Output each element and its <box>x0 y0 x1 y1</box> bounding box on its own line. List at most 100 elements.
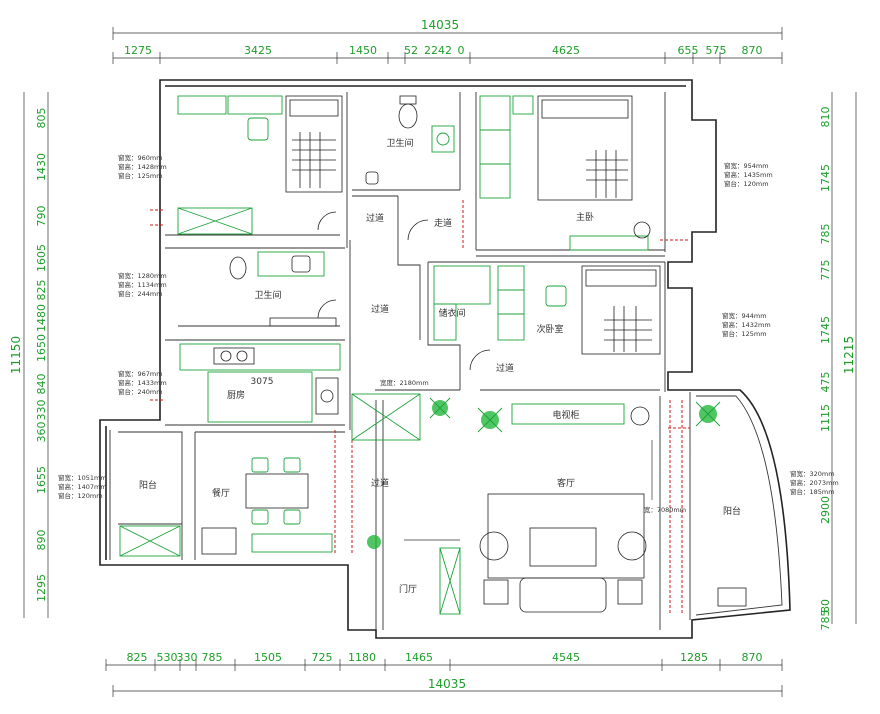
left-dimension-total: 11150 <box>9 92 25 618</box>
window-note-6: 窗宽：944mm 窗高：1432mm 窗台：125mm <box>722 311 771 338</box>
svg-text:窗高：1433mm: 窗高：1433mm <box>118 378 167 387</box>
bottom-dimension-total: 14035 <box>112 677 783 697</box>
window-note-4: 窗宽：1051mm 窗高：1407mm 窗台：120mm <box>58 473 107 500</box>
room-label-balcony: 阳台 <box>139 479 157 491</box>
room-label-kitchen: 厨房 <box>227 389 245 401</box>
dim-left-5: 825 <box>35 280 48 301</box>
dim-left-total: 11150 <box>9 336 23 374</box>
dim-left-3: 790 <box>35 206 48 227</box>
dim-left-4: 1605 <box>35 244 48 272</box>
dim-left-12: 890 <box>35 530 48 551</box>
dim-left-9: 330 <box>35 400 48 421</box>
svg-text:窗宽：1051mm: 窗宽：1051mm <box>58 473 107 482</box>
dim-left-10: 360 <box>35 422 48 443</box>
dim-left-8: 840 <box>35 374 48 395</box>
dim-bottom-3: 330 <box>177 651 198 664</box>
window-note-7: 窗宽：320mm 窗高：2073mm 窗台：185mm <box>790 469 839 496</box>
dim-right-2: 1745 <box>819 164 832 192</box>
svg-text:窗台：185mm: 窗台：185mm <box>790 487 835 496</box>
dim-top-5: 2242 <box>424 44 452 57</box>
window-note-5: 窗宽：954mm 窗高：1435mm 窗台：120mm <box>724 161 773 188</box>
dim-bottom-1: 825 <box>127 651 148 664</box>
plant-icons <box>367 397 721 549</box>
svg-text:窗高：1407mm: 窗高：1407mm <box>58 482 107 491</box>
svg-text:窗宽：967mm: 窗宽：967mm <box>118 369 163 378</box>
plant-icon <box>367 535 381 549</box>
dim-top-total: 14035 <box>421 18 459 32</box>
dim-bottom-11: 870 <box>742 651 763 664</box>
dim-top-7: 4625 <box>552 44 580 57</box>
kitchen: 3075 厨房 宽度：2180mm <box>179 343 429 423</box>
red-dashed-lines <box>150 200 690 615</box>
dim-right-total: 11215 <box>842 336 856 374</box>
dim-bottom-5: 1505 <box>254 651 282 664</box>
dim-right-10: 785 <box>819 610 832 631</box>
master-bedroom: 主卧 <box>479 95 651 251</box>
entrance: 门厅 <box>399 539 461 615</box>
top-dimension-chain: 1275 3425 1450 52 2242 0 4625 655 575 87… <box>112 44 783 64</box>
svg-text:窗台：125mm: 窗台：125mm <box>118 171 163 180</box>
dim-right-1: 810 <box>819 107 832 128</box>
dim-top-9: 575 <box>706 44 727 57</box>
top-dimension-total: 14035 <box>112 18 783 40</box>
svg-text:窗宽：960mm: 窗宽：960mm <box>118 153 163 162</box>
window-note-1: 窗宽：960mm 窗高：1428mm 窗台：125mm <box>118 153 167 180</box>
measure-kitchen: 3075 <box>251 377 274 387</box>
svg-text:窗宽：944mm: 窗宽：944mm <box>722 311 767 320</box>
room-label-entrance: 门厅 <box>399 583 417 595</box>
dining: 餐厅 <box>201 457 333 555</box>
window-note-2: 窗宽：1280mm 窗高：1134mm 窗台：244mm <box>118 271 167 298</box>
dim-bottom-8: 1465 <box>405 651 433 664</box>
dim-right-3: 785 <box>819 224 832 245</box>
dim-top-4: 52 <box>404 44 418 57</box>
svg-text:窗台：125mm: 窗台：125mm <box>722 329 767 338</box>
dim-top-10: 870 <box>742 44 763 57</box>
svg-text:窗台：120mm: 窗台：120mm <box>58 491 103 500</box>
window-note-3: 窗宽：967mm 窗高：1433mm 窗台：240mm <box>118 369 167 396</box>
dim-bottom-7: 1180 <box>348 651 376 664</box>
note-span2: 宽：7080mm <box>644 505 686 514</box>
svg-text:窗高：1428mm: 窗高：1428mm <box>118 162 167 171</box>
dim-left-1: 805 <box>35 108 48 129</box>
plant-icon <box>429 397 451 419</box>
room-label-walk-closet: 储衣间 <box>438 307 465 319</box>
interior-walls <box>109 92 783 630</box>
room-label-bath1: 卫生间 <box>386 137 413 149</box>
dim-right-6: 475 <box>819 372 832 393</box>
tv-cabinet-label: 电视柜 <box>552 409 579 421</box>
bathroom-left: 卫生间 <box>229 251 337 327</box>
dim-right-4: 775 <box>819 260 832 281</box>
sunroom-right: 阳台 <box>717 505 747 607</box>
dim-bottom-10: 1285 <box>680 651 708 664</box>
dim-top-6: 0 <box>458 44 465 57</box>
dim-bottom-4: 785 <box>202 651 223 664</box>
dim-left-6: 1480 <box>35 304 48 332</box>
bathroom-top: 卫生间 <box>365 95 455 185</box>
dim-right-9: 80 <box>819 599 832 613</box>
dim-bottom-2: 530 <box>157 651 178 664</box>
right-dimension-total: 11215 <box>842 92 857 624</box>
toilet-icon <box>229 256 247 280</box>
walk-in-closet: 储衣间 <box>433 265 525 341</box>
dim-right-8: 2900 <box>819 496 832 524</box>
bottom-dimension-chain: 825 530 330 785 1505 725 1180 1465 4545 … <box>105 651 783 671</box>
svg-text:窗高：1432mm: 窗高：1432mm <box>722 320 771 329</box>
room-label-living: 客厅 <box>557 477 575 489</box>
dim-top-3: 1450 <box>349 44 377 57</box>
toilet-icon <box>398 103 418 129</box>
dim-right-5: 1745 <box>819 316 832 344</box>
room-label-hall: 过道 <box>371 477 389 489</box>
plant-icon <box>477 407 503 433</box>
room-label-sunroom: 阳台 <box>723 505 741 517</box>
dim-top-2: 3425 <box>244 44 272 57</box>
svg-text:窗高：1435mm: 窗高：1435mm <box>724 170 773 179</box>
dim-right-7: 1115 <box>819 404 832 432</box>
svg-text:窗宽：1280mm: 窗宽：1280mm <box>118 271 167 280</box>
bedroom-second: 次卧室 过道 <box>469 265 661 374</box>
note-span1: 宽度：2180mm <box>380 378 429 387</box>
dim-bottom-9: 4545 <box>552 651 580 664</box>
svg-text:窗高：1134mm: 窗高：1134mm <box>118 280 167 289</box>
dim-bottom-6: 725 <box>312 651 333 664</box>
dim-left-11: 1655 <box>35 466 48 494</box>
